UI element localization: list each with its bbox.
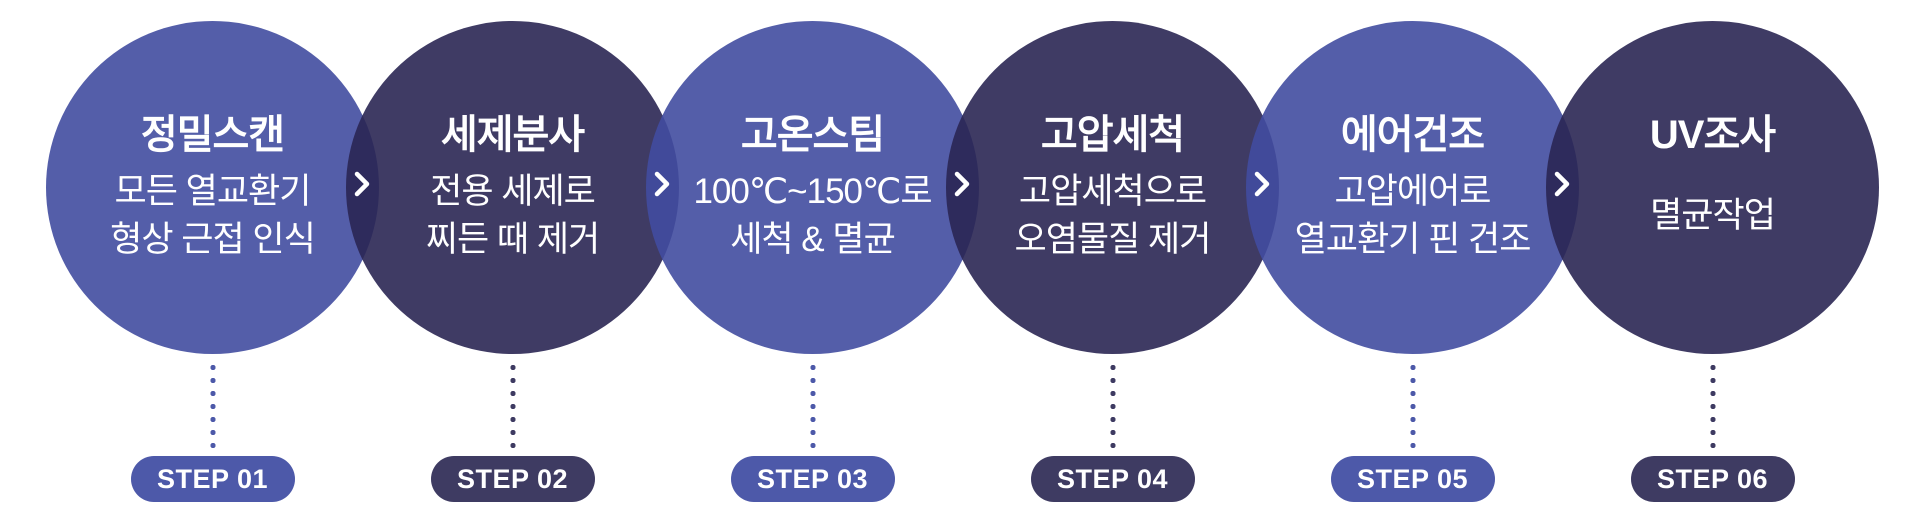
step-title: 고온스팀 [740, 112, 885, 157]
step-circle: UV조사 멸균작업 [1546, 21, 1879, 354]
step-description-line: 찌든 때 제거 [425, 219, 600, 259]
process-step-1: 정밀스캔 모든 열교환기 형상 근접 인식 STEP 01 [46, 0, 379, 527]
step-description-line: 멸균작업 [1650, 195, 1776, 235]
step-badge: STEP 02 [430, 456, 595, 502]
chevron-right-icon [1554, 171, 1570, 197]
process-step-5: 에어건조 고압에어로 열교환기 핀 건조 STEP 05 [1246, 0, 1579, 527]
step-description-line: 전용 세제로 [430, 171, 596, 211]
vertical-dotted-line [509, 361, 516, 452]
step-title: 세제분사 [440, 112, 585, 157]
process-step-2: 세제분사 전용 세제로 찌든 때 제거 STEP 02 [346, 0, 679, 527]
step-description-line: 고압세척으로 [1018, 171, 1207, 211]
step-badge: STEP 01 [130, 456, 295, 502]
step-description: 고압에어로 열교환기 핀 건조 [1294, 168, 1532, 264]
step-description-line: 세척 & 멸균 [730, 219, 896, 259]
step-badge: STEP 03 [730, 456, 895, 502]
step-badge: STEP 05 [1330, 456, 1495, 502]
step-circle: 고압세척 고압세척으로 오염물질 제거 [946, 21, 1279, 354]
step-description: 전용 세제로 찌든 때 제거 [425, 168, 600, 264]
step-description-line: 모든 열교환기 [114, 171, 312, 211]
step-circle: 에어건조 고압에어로 열교환기 핀 건조 [1246, 21, 1579, 354]
step-circle: 고온스팀 100℃~150℃로 세척 & 멸균 [646, 21, 979, 354]
chevron-right-icon [954, 171, 970, 197]
step-description-line: 오염물질 제거 [1014, 219, 1212, 259]
step-description: 100℃~150℃로 세척 & 멸균 [693, 168, 932, 264]
vertical-dotted-line [1409, 361, 1416, 452]
step-badge: STEP 06 [1630, 456, 1795, 502]
step-title: 정밀스캔 [140, 112, 285, 157]
vertical-dotted-line [809, 361, 816, 452]
step-description: 모든 열교환기 형상 근접 인식 [110, 168, 316, 264]
vertical-dotted-line [1709, 361, 1716, 452]
process-step-3: 고온스팀 100℃~150℃로 세척 & 멸균 STEP 03 [646, 0, 979, 527]
step-title: UV조사 [1649, 112, 1776, 157]
chevron-right-icon [654, 171, 670, 197]
process-step-6: UV조사 멸균작업 STEP 06 [1546, 0, 1879, 527]
process-step-4: 고압세척 고압세척으로 오염물질 제거 STEP 04 [946, 0, 1279, 527]
step-description-line: 열교환기 핀 건조 [1294, 219, 1532, 259]
step-description-line: 형상 근접 인식 [110, 219, 316, 259]
step-description: 멸균작업 [1650, 168, 1776, 264]
step-title: 에어건조 [1340, 112, 1485, 157]
step-title: 고압세척 [1040, 112, 1185, 157]
chevron-right-icon [354, 171, 370, 197]
step-circle: 정밀스캔 모든 열교환기 형상 근접 인식 [46, 21, 379, 354]
step-description: 고압세척으로 오염물질 제거 [1014, 168, 1212, 264]
step-description-line: 100℃~150℃로 [693, 171, 932, 211]
vertical-dotted-line [1109, 361, 1116, 452]
step-badge: STEP 04 [1030, 456, 1195, 502]
step-description-line: 고압에어로 [1334, 171, 1491, 211]
chevron-right-icon [1254, 171, 1270, 197]
vertical-dotted-line [209, 361, 216, 452]
step-circle: 세제분사 전용 세제로 찌든 때 제거 [346, 21, 679, 354]
